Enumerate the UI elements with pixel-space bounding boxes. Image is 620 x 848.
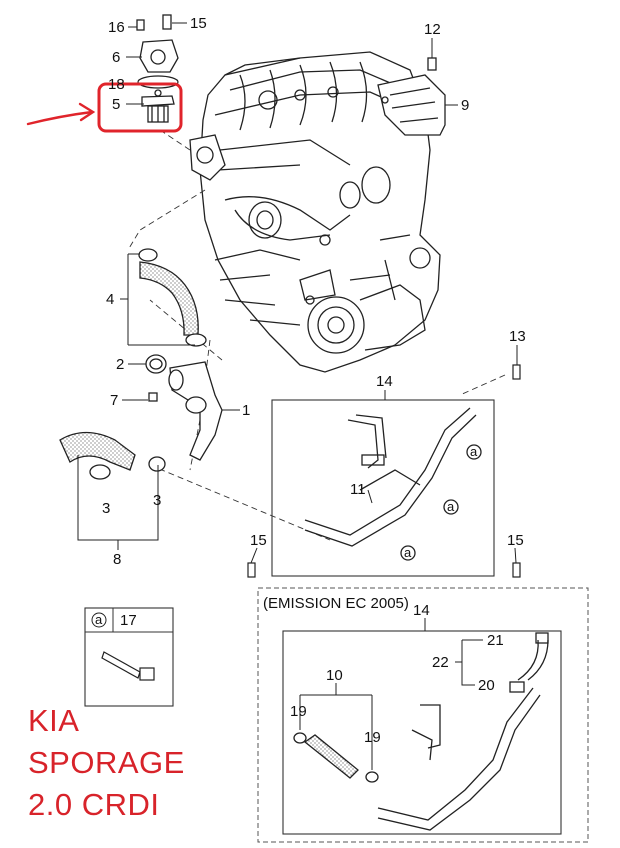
svg-text:a: a <box>404 545 412 560</box>
callout-15-left: 15 <box>250 532 267 549</box>
callout-3-left: 3 <box>102 500 110 517</box>
highlight-box <box>97 82 183 133</box>
callout-12: 12 <box>424 21 441 38</box>
callout-lines <box>77 22 518 770</box>
heat-shield-bracket <box>377 57 446 136</box>
callout-10: 10 <box>326 667 343 684</box>
callout-8: 8 <box>113 551 121 568</box>
callout-2: 2 <box>116 356 124 373</box>
callout-19-right: 19 <box>364 729 381 746</box>
cable-tie-box <box>84 607 174 707</box>
hose-10 <box>293 732 379 783</box>
reference-marker-a: a a a a <box>91 444 478 628</box>
pointer-arrow-icon <box>26 102 96 126</box>
callout-21: 21 <box>487 632 504 649</box>
water-inlet-pipe <box>148 361 223 461</box>
callout-1: 1 <box>242 402 250 419</box>
thermostat <box>141 89 175 123</box>
callout-17: 17 <box>120 612 137 629</box>
o-ring <box>145 354 167 374</box>
svg-text:a: a <box>470 444 478 459</box>
callout-5: 5 <box>112 96 120 113</box>
lower-hose <box>59 431 166 480</box>
svg-text:a: a <box>95 612 103 627</box>
pipe-assembly-box <box>271 399 495 577</box>
callout-7: 7 <box>110 392 118 409</box>
callout-13: 13 <box>509 328 526 345</box>
callout-18: 18 <box>108 76 125 93</box>
callout-3-right: 3 <box>153 492 161 509</box>
brand-line-1: KIA <box>28 703 80 738</box>
emission-variant-box <box>257 587 589 843</box>
callout-16: 16 <box>108 19 125 36</box>
callout-14: 14 <box>376 373 393 390</box>
callout-20: 20 <box>478 677 495 694</box>
callout-4: 4 <box>106 291 114 308</box>
emission-pipe-box <box>282 630 562 835</box>
callout-22: 22 <box>432 654 449 671</box>
callout-15-top: 15 <box>190 15 207 32</box>
coolant-pipe-14 <box>304 407 482 561</box>
callout-11: 11 <box>350 481 366 498</box>
upper-hose <box>138 248 207 347</box>
svg-text:a: a <box>447 499 455 514</box>
callout-15-right: 15 <box>507 532 524 549</box>
cable-tie <box>101 651 155 681</box>
brand-line-2: SPORAGE <box>28 745 185 780</box>
emission-note: (EMISSION EC 2005) <box>263 595 409 612</box>
gasket <box>137 75 179 89</box>
bolts <box>247 364 521 578</box>
water-outlet-fitting <box>136 14 179 73</box>
brand-line-3: 2.0 CRDI <box>28 787 160 822</box>
callout-19-left: 19 <box>290 703 307 720</box>
callout-6: 6 <box>112 49 120 66</box>
callout-14-emission: 14 <box>413 602 430 619</box>
coolant-pipe-variant <box>377 632 549 831</box>
engine-block <box>189 51 441 373</box>
callout-9: 9 <box>461 97 469 114</box>
